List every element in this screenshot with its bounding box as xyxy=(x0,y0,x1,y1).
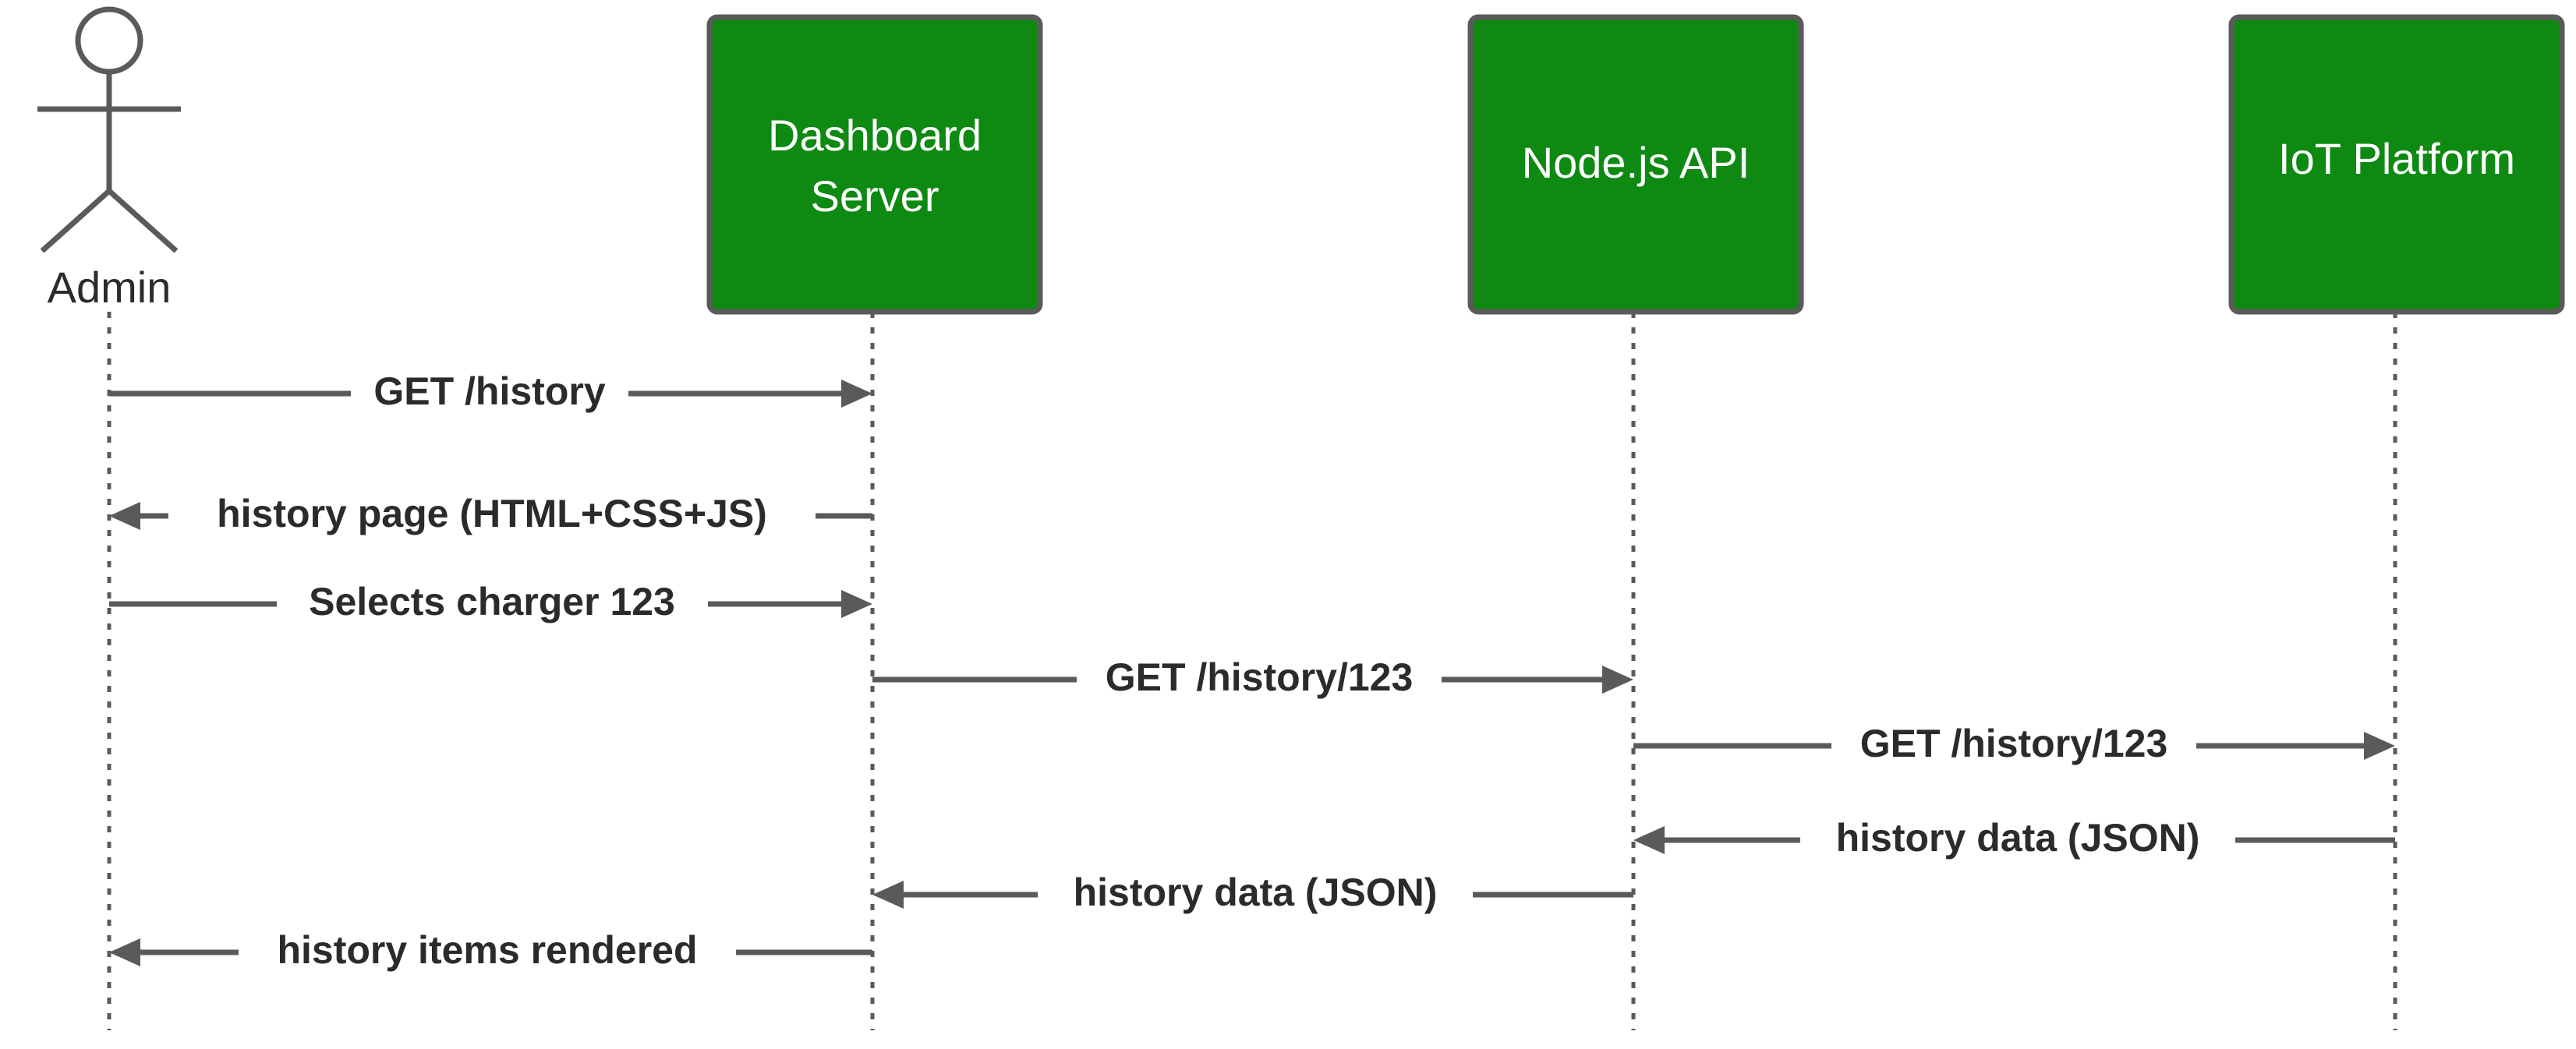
message-3-arrowhead xyxy=(841,590,872,618)
message-4-label-bg xyxy=(1077,655,1442,705)
participant-label-nodeapi: Node.js API xyxy=(1522,138,1750,187)
message-8-arrowhead xyxy=(109,938,140,966)
participant-label-dashboard-line1: Dashboard xyxy=(768,111,982,160)
message-4-label: GET /history/123 xyxy=(1106,655,1414,699)
message-3[interactable]: Selects charger 123 xyxy=(109,579,872,629)
message-7[interactable]: history data (JSON) xyxy=(872,870,1633,920)
participant-rect-iot xyxy=(2228,14,2565,315)
participant-rect-nodeapi xyxy=(1467,14,1804,315)
message-8-label: history items rendered xyxy=(277,928,697,972)
participant-label-admin: Admin xyxy=(48,263,172,312)
message-2-label: history page (HTML+CSS+JS) xyxy=(217,492,767,535)
actor-leg-right-line xyxy=(107,189,179,253)
message-6[interactable]: history data (JSON) xyxy=(1633,815,2395,865)
participant-label-dashboard-line2: Server xyxy=(811,171,939,221)
message-3-label: Selects charger 123 xyxy=(309,580,675,623)
message-4-arrowhead xyxy=(1602,666,1633,694)
message-1-label: GET /history xyxy=(373,369,605,413)
message-4[interactable]: GET /history/123 xyxy=(872,655,1633,705)
message-5[interactable]: GET /history/123 xyxy=(1633,721,2395,771)
message-2[interactable]: history page (HTML+CSS+JS) xyxy=(109,491,872,541)
participant-box-iot[interactable]: IoT Platform xyxy=(2228,14,2565,315)
message-1-arrowhead xyxy=(841,380,872,408)
message-5-label-bg xyxy=(1831,721,2196,771)
message-5-label: GET /history/123 xyxy=(1860,722,2168,765)
message-7-label: history data (JSON) xyxy=(1074,871,1438,914)
message-2-arrowhead xyxy=(109,502,140,530)
message-7-label-bg xyxy=(1038,870,1473,920)
participant-box-nodeapi[interactable]: Node.js API xyxy=(1467,14,1804,315)
message-6-arrowhead xyxy=(1633,826,1665,854)
actor-head-icon xyxy=(75,6,143,75)
participant-rect-dashboard xyxy=(706,14,1043,315)
message-6-label-bg xyxy=(1800,815,2235,865)
message-8[interactable]: history items rendered xyxy=(109,927,872,977)
message-6-label: history data (JSON) xyxy=(1836,816,2200,860)
message-3-label-bg xyxy=(277,579,708,629)
message-8-label-bg xyxy=(239,927,736,977)
lifelines xyxy=(107,312,2397,1030)
actor-leg-left-line xyxy=(40,189,111,253)
message-1[interactable]: GET /history xyxy=(109,369,872,419)
message-1-label-bg xyxy=(351,369,628,419)
participant-box-dashboard[interactable]: Dashboard Server xyxy=(706,14,1043,315)
message-2-label-bg xyxy=(168,491,816,541)
participant-label-iot: IoT Platform xyxy=(2278,134,2515,183)
message-7-arrowhead xyxy=(872,881,904,909)
message-5-arrowhead xyxy=(2364,732,2395,760)
participant-actor-admin[interactable]: Admin xyxy=(37,6,181,312)
